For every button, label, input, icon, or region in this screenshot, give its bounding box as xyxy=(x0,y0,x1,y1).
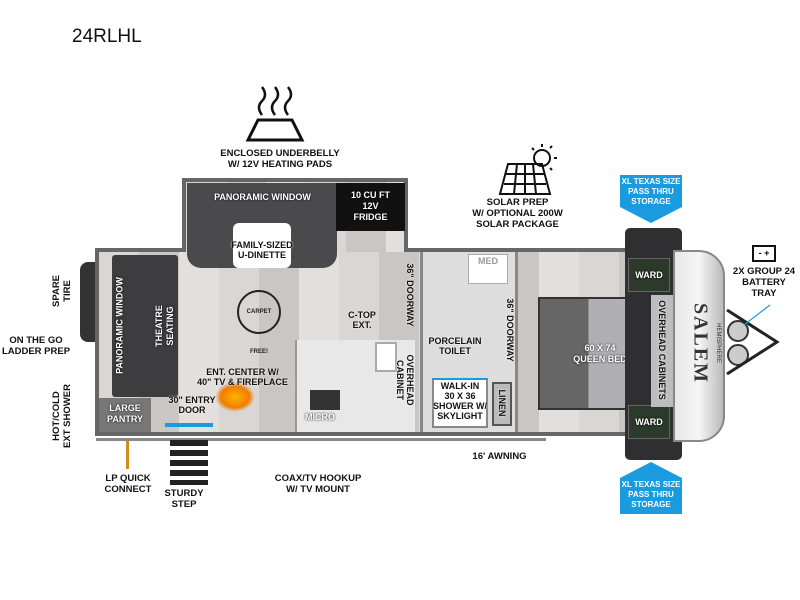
med-label: MED xyxy=(478,256,498,266)
storage-arrow-top: XL TEXAS SIZE PASS THRU STORAGE xyxy=(620,175,682,207)
brand-logo: SALEM xyxy=(689,302,712,385)
med-cabinet xyxy=(468,254,508,284)
ctop-label: C-TOP EXT. xyxy=(348,310,376,330)
ladder-label: ON THE GO LADDER PREP xyxy=(1,335,71,357)
toilet-label: PORCELAIN TOILET xyxy=(428,336,482,356)
pantry-label: LARGE PANTRY xyxy=(107,403,143,424)
ward-bottom-label: WARD xyxy=(635,417,663,427)
overhead-cabinet-label: OVERHEAD CABINET xyxy=(395,354,415,406)
panoramic-window-top-label: PANORAMIC WINDOW xyxy=(214,192,311,202)
spare-tire-icon xyxy=(80,262,98,342)
micro-label: MICRO xyxy=(305,412,335,422)
linen xyxy=(492,382,512,426)
entry-door xyxy=(165,423,213,427)
propane-tank xyxy=(727,344,749,366)
arrow-down-icon xyxy=(620,207,682,223)
overhead-cabinets-label: OVERHEAD CABINETS xyxy=(657,300,667,400)
panoramic-window-rear-label: PANORAMIC WINDOW xyxy=(114,277,125,374)
awning-label: 16' AWNING xyxy=(472,451,527,462)
dinette-label: FAMILY-SIZED U-DINETTE xyxy=(231,240,293,260)
shower-label: WALK-IN 30 X 36 SHOWER W/ SKYLIGHT xyxy=(433,381,487,421)
spare-tire-label: SPARE TIRE xyxy=(51,274,73,308)
linen-label: LINEN xyxy=(497,389,507,417)
ward-top xyxy=(628,258,670,292)
battery-label: 2X GROUP 24 BATTERY TRAY xyxy=(732,266,796,299)
underbelly-label: ENCLOSED UNDERBELLY W/ 12V HEATING PADS xyxy=(220,148,340,170)
model-title: 24RLHL xyxy=(72,26,142,47)
fireplace xyxy=(215,382,255,412)
ward-top-label: WARD xyxy=(635,270,663,280)
storage-arrow-bottom: XL TEXAS SIZE PASS THRU STORAGE xyxy=(620,478,682,514)
front-cap xyxy=(673,250,725,442)
fridge xyxy=(336,183,405,231)
entry-door-label: 30" ENTRY DOOR xyxy=(168,395,216,415)
lp-line xyxy=(126,441,129,469)
arrow-up-icon xyxy=(620,462,682,478)
dinette-table xyxy=(233,223,291,268)
overhead-cabinets xyxy=(651,295,673,407)
ent-center-label: ENT. CENTER W/ 40" TV & FIREPLACE xyxy=(197,367,288,387)
ward-bottom xyxy=(628,405,670,439)
awning-line xyxy=(96,438,546,441)
microwave xyxy=(310,390,340,410)
solar-panel-icon xyxy=(498,144,557,195)
pantry xyxy=(99,398,151,432)
theatre-label: THEATRE SEATING xyxy=(154,305,175,347)
step xyxy=(170,440,208,485)
battery-icon: - + xyxy=(752,245,776,262)
heating-pad-icon xyxy=(245,86,305,142)
bed-label: 60 X 74 QUEEN BED xyxy=(573,343,627,364)
ext-shower-label: HOT/COLD EXT SHOWER xyxy=(51,384,73,448)
doorway-2-label: 36" DOORWAY xyxy=(505,298,515,362)
sink xyxy=(375,342,397,372)
theatre-seating xyxy=(112,255,178,397)
shower xyxy=(432,378,488,428)
lp-label: LP QUICK CONNECT xyxy=(104,473,152,495)
hitch-icon xyxy=(726,304,780,376)
solar-label: SOLAR PREP W/ OPTIONAL 200W SOLAR PACKAG… xyxy=(472,197,563,230)
fridge-label: 10 CU FT 12V FRIDGE xyxy=(350,190,390,222)
doorway-1-label: 36" DOORWAY xyxy=(405,263,415,327)
step-label: STURDY STEP xyxy=(164,488,204,510)
propane-tank xyxy=(727,320,749,342)
brand-sub: HEMISPHERE xyxy=(715,323,721,363)
coax-label: COAX/TV HOOKUP W/ TV MOUNT xyxy=(274,473,362,495)
carpet-free-badge: CARPET FREE! xyxy=(237,290,281,355)
